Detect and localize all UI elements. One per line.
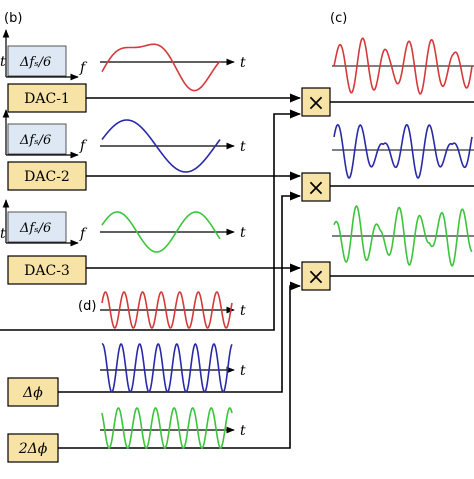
time-axis-label: t — [240, 363, 246, 379]
time-axis-label: t — [240, 303, 246, 319]
waveform-dac2 — [101, 119, 221, 173]
waveform-dac1 — [101, 43, 221, 92]
waveform-dac3 — [101, 211, 221, 253]
time-axis-label: t — [240, 139, 246, 155]
mixer-2: × — [301, 172, 331, 202]
waveform-output-3 — [333, 205, 473, 267]
spectrum-inset-1: Δfₛ/6 f t — [0, 29, 88, 81]
mixer-symbol: × — [307, 91, 325, 116]
truncated-axis-glyph: t — [0, 54, 6, 70]
waveform-carrier-phase1 — [101, 342, 233, 394]
mixer-1: × — [301, 87, 331, 117]
freq-axis-label: f — [79, 226, 88, 242]
freq-axis-label: f — [79, 60, 88, 76]
dac-label: DAC-2 — [24, 169, 70, 185]
truncated-axis-glyph: t — [0, 226, 6, 242]
panel-label-b: (b) — [4, 11, 22, 26]
spectrum-inset-2: Δfₛ/6 f — [2, 109, 88, 159]
mixer-3: × — [301, 261, 331, 291]
phase1-to-mixer2 — [58, 191, 302, 393]
phase-block-1: Δϕ — [7, 377, 59, 407]
waveform-output-2 — [333, 123, 473, 179]
time-axis-label: t — [240, 225, 246, 241]
dac-block-2: DAC-2 — [7, 161, 87, 191]
ref-to-mixer1 — [0, 109, 302, 331]
mixer-symbol: × — [307, 265, 325, 290]
spectrum-label: Δfₛ/6 — [19, 55, 51, 70]
phase2-to-mixer3 — [58, 281, 302, 449]
spectrum-inset-3: Δfₛ/6 f t — [0, 199, 88, 247]
waveform-output-1 — [333, 37, 473, 95]
phase-label: Δϕ — [22, 385, 43, 401]
spectrum-label: Δfₛ/6 — [19, 133, 51, 148]
freq-axis-label: f — [79, 138, 88, 154]
panel-label-c: (c) — [330, 11, 347, 26]
waveform-carrier — [101, 291, 233, 329]
waveform-carrier-phase2 — [101, 407, 233, 449]
dac-label: DAC-1 — [24, 91, 70, 107]
spectrum-label: Δfₛ/6 — [19, 221, 51, 236]
dac-label: DAC-3 — [24, 263, 70, 279]
phase-block-2: 2Δϕ — [7, 433, 59, 463]
time-axis-label: t — [240, 423, 246, 439]
time-axis-label: t — [240, 55, 246, 71]
panel-label-d: (d) — [78, 299, 96, 314]
dac-block-3: DAC-3 — [7, 255, 87, 285]
phase-label: 2Δϕ — [18, 441, 48, 457]
dac-block-1: DAC-1 — [7, 83, 87, 113]
mixer-symbol: × — [307, 176, 325, 201]
